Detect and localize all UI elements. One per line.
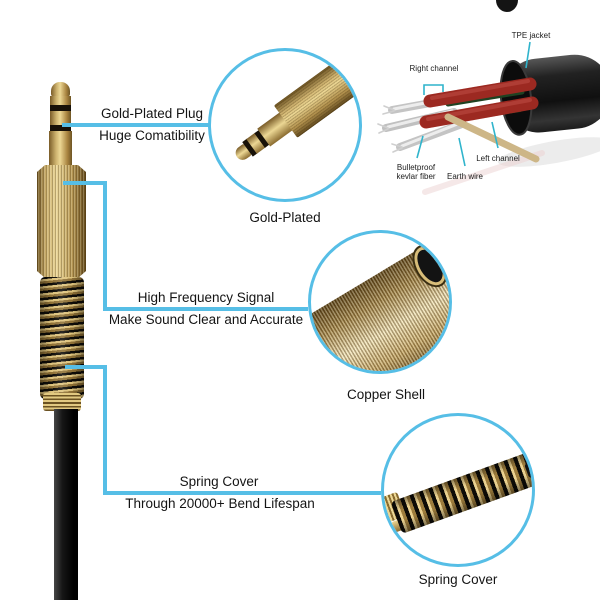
label-tpe-jacket: TPE jacket	[512, 31, 551, 40]
wire-structure-diagram: TPE jacket Right channel Bulletproof kev…	[377, 0, 600, 195]
plug-ring-1	[50, 105, 71, 112]
callout-line-spring-h2	[103, 491, 381, 495]
diagram-labels: TPE jacket Right channel Bulletproof kev…	[396, 31, 551, 181]
callout-line-spring-v	[103, 365, 107, 495]
label-high-frequency: High Frequency Signal	[137, 290, 275, 305]
plug-tip-icon	[51, 82, 70, 97]
plug-tip-neck	[50, 96, 71, 106]
label-huge-comatibility: Huge Comatibility	[99, 128, 205, 143]
zoom-plug-shell	[273, 51, 359, 138]
label-bend-lifespan: Through 20000+ Bend Lifespan	[125, 496, 315, 511]
line-left-channel	[491, 121, 499, 149]
label-gold-plated-plug: Gold-Plated Plug	[100, 106, 204, 121]
label-make-sound-clear: Make Sound Clear and Accurate	[108, 312, 304, 327]
plug-spring	[40, 277, 84, 399]
label-earth-wire: Earth wire	[447, 172, 484, 181]
line-earth-wire	[458, 137, 466, 167]
label-bulletproof-2: kevlar fiber	[396, 172, 435, 181]
zoom-plug-image	[224, 51, 359, 175]
cable-top-fragment	[496, 0, 518, 12]
zoom-spring-image	[390, 452, 532, 534]
callout-line-shell-h2	[103, 307, 308, 311]
plug-cable	[54, 409, 78, 600]
plug-band	[50, 111, 71, 126]
caption-copper-shell: Copper Shell	[346, 387, 426, 402]
line-right-channel	[423, 84, 444, 95]
line-bulletproof	[416, 135, 424, 159]
label-bulletproof-1: Bulletproof	[397, 163, 436, 172]
callout-circle-copper-shell	[308, 230, 452, 374]
cable-reflection	[497, 137, 600, 167]
red-wire-right-channel	[423, 77, 537, 108]
callout-line-plug	[62, 123, 210, 127]
label-spring-cover: Spring Cover	[179, 474, 259, 489]
callout-circle-gold-plated	[208, 48, 362, 202]
diagram-callout-lines	[416, 41, 531, 167]
callout-line-shell-h1	[63, 181, 107, 185]
plug-spring-end	[43, 393, 81, 411]
label-right-channel: Right channel	[410, 64, 459, 73]
callout-circle-spring-cover	[381, 413, 535, 567]
label-left-channel: Left channel	[476, 154, 520, 163]
wire-reflection	[422, 150, 545, 195]
callout-line-shell-v	[103, 181, 107, 311]
caption-gold-plated: Gold-Plated	[249, 210, 321, 225]
tan-wire-earth	[444, 113, 540, 163]
inner-wires	[377, 77, 540, 163]
caption-spring-cover: Spring Cover	[418, 572, 498, 587]
plug-shaft	[49, 131, 72, 166]
line-tpe-jacket	[525, 41, 531, 69]
plug-ring-2	[50, 125, 71, 132]
callout-line-spring-h1	[65, 365, 107, 369]
